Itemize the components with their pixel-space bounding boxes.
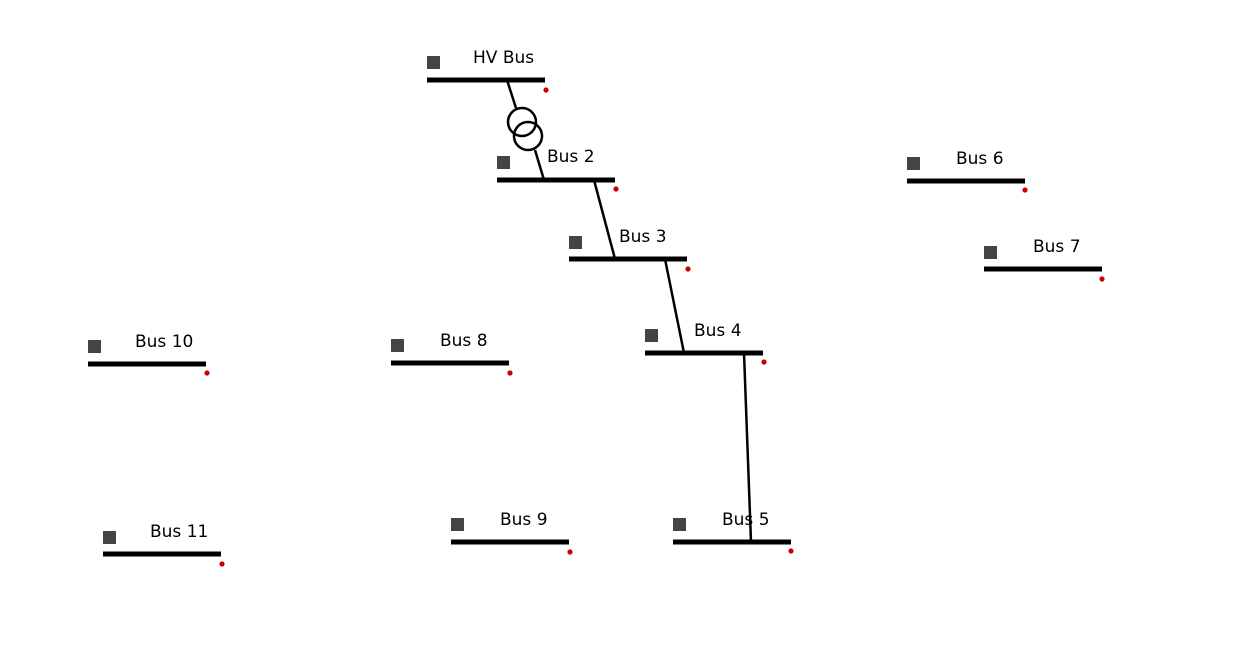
bus-drag-handle[interactable] bbox=[497, 156, 510, 169]
bus-9[interactable]: Bus 9 bbox=[451, 510, 573, 555]
bus-11[interactable]: Bus 11 bbox=[103, 522, 225, 567]
bus-8[interactable]: Bus 8 bbox=[391, 331, 513, 376]
bus-2[interactable]: Bus 2 bbox=[497, 147, 619, 192]
bus-endpoint-dot[interactable] bbox=[543, 87, 549, 93]
bus-label: Bus 4 bbox=[694, 321, 742, 341]
bus-label: HV Bus bbox=[473, 48, 534, 68]
bus-endpoint-dot[interactable] bbox=[507, 370, 513, 376]
bus-label: Bus 9 bbox=[500, 510, 548, 530]
bus-label: Bus 3 bbox=[619, 227, 667, 247]
bus-drag-handle[interactable] bbox=[88, 340, 101, 353]
bus-label: Bus 10 bbox=[135, 332, 193, 352]
bus-label: Bus 6 bbox=[956, 149, 1004, 169]
bus-label: Bus 7 bbox=[1033, 237, 1081, 257]
bus-4[interactable]: Bus 4 bbox=[645, 321, 767, 365]
bus-10[interactable]: Bus 10 bbox=[88, 332, 210, 376]
bus-7[interactable]: Bus 7 bbox=[984, 237, 1105, 282]
bus-3[interactable]: Bus 3 bbox=[569, 227, 691, 272]
bus-label: Bus 11 bbox=[150, 522, 208, 542]
transformer-lead-lower bbox=[533, 149, 546, 181]
bus-drag-handle[interactable] bbox=[673, 518, 686, 531]
transformer-lead-upper bbox=[505, 79, 518, 109]
bus-endpoint-dot[interactable] bbox=[204, 370, 210, 376]
bus-5[interactable]: Bus 5 bbox=[673, 510, 794, 554]
bus-endpoint-dot[interactable] bbox=[613, 186, 619, 192]
bus-6[interactable]: Bus 6 bbox=[907, 149, 1028, 193]
bus-drag-handle[interactable] bbox=[984, 246, 997, 259]
bus-label: Bus 2 bbox=[547, 147, 595, 167]
bus-endpoint-dot[interactable] bbox=[567, 549, 573, 555]
line-bus2-bus3[interactable] bbox=[592, 179, 617, 260]
bus-drag-handle[interactable] bbox=[427, 56, 440, 69]
bus-endpoint-dot[interactable] bbox=[788, 548, 794, 554]
bus-drag-handle[interactable] bbox=[569, 236, 582, 249]
transformer-hv-bus2[interactable] bbox=[505, 79, 546, 181]
transformer-winding-primary bbox=[506, 106, 538, 138]
bus-drag-handle[interactable] bbox=[907, 157, 920, 170]
line-bus4-bus5[interactable] bbox=[742, 352, 753, 543]
bus-endpoint-dot[interactable] bbox=[219, 561, 225, 567]
bus-drag-handle[interactable] bbox=[103, 531, 116, 544]
bus-hv[interactable]: HV Bus bbox=[427, 48, 549, 93]
bus-drag-handle[interactable] bbox=[391, 339, 404, 352]
transformer-winding-secondary bbox=[512, 120, 544, 152]
bus-endpoint-dot[interactable] bbox=[1099, 276, 1105, 282]
bus-endpoint-dot[interactable] bbox=[1022, 187, 1028, 193]
line-bus3-bus4[interactable] bbox=[663, 258, 686, 354]
bus-drag-handle[interactable] bbox=[645, 329, 658, 342]
bus-endpoint-dot[interactable] bbox=[761, 359, 767, 365]
bus-label: Bus 5 bbox=[722, 510, 770, 530]
bus-label: Bus 8 bbox=[440, 331, 488, 351]
bus-endpoint-dot[interactable] bbox=[685, 266, 691, 272]
connections bbox=[505, 79, 753, 543]
bus-drag-handle[interactable] bbox=[451, 518, 464, 531]
